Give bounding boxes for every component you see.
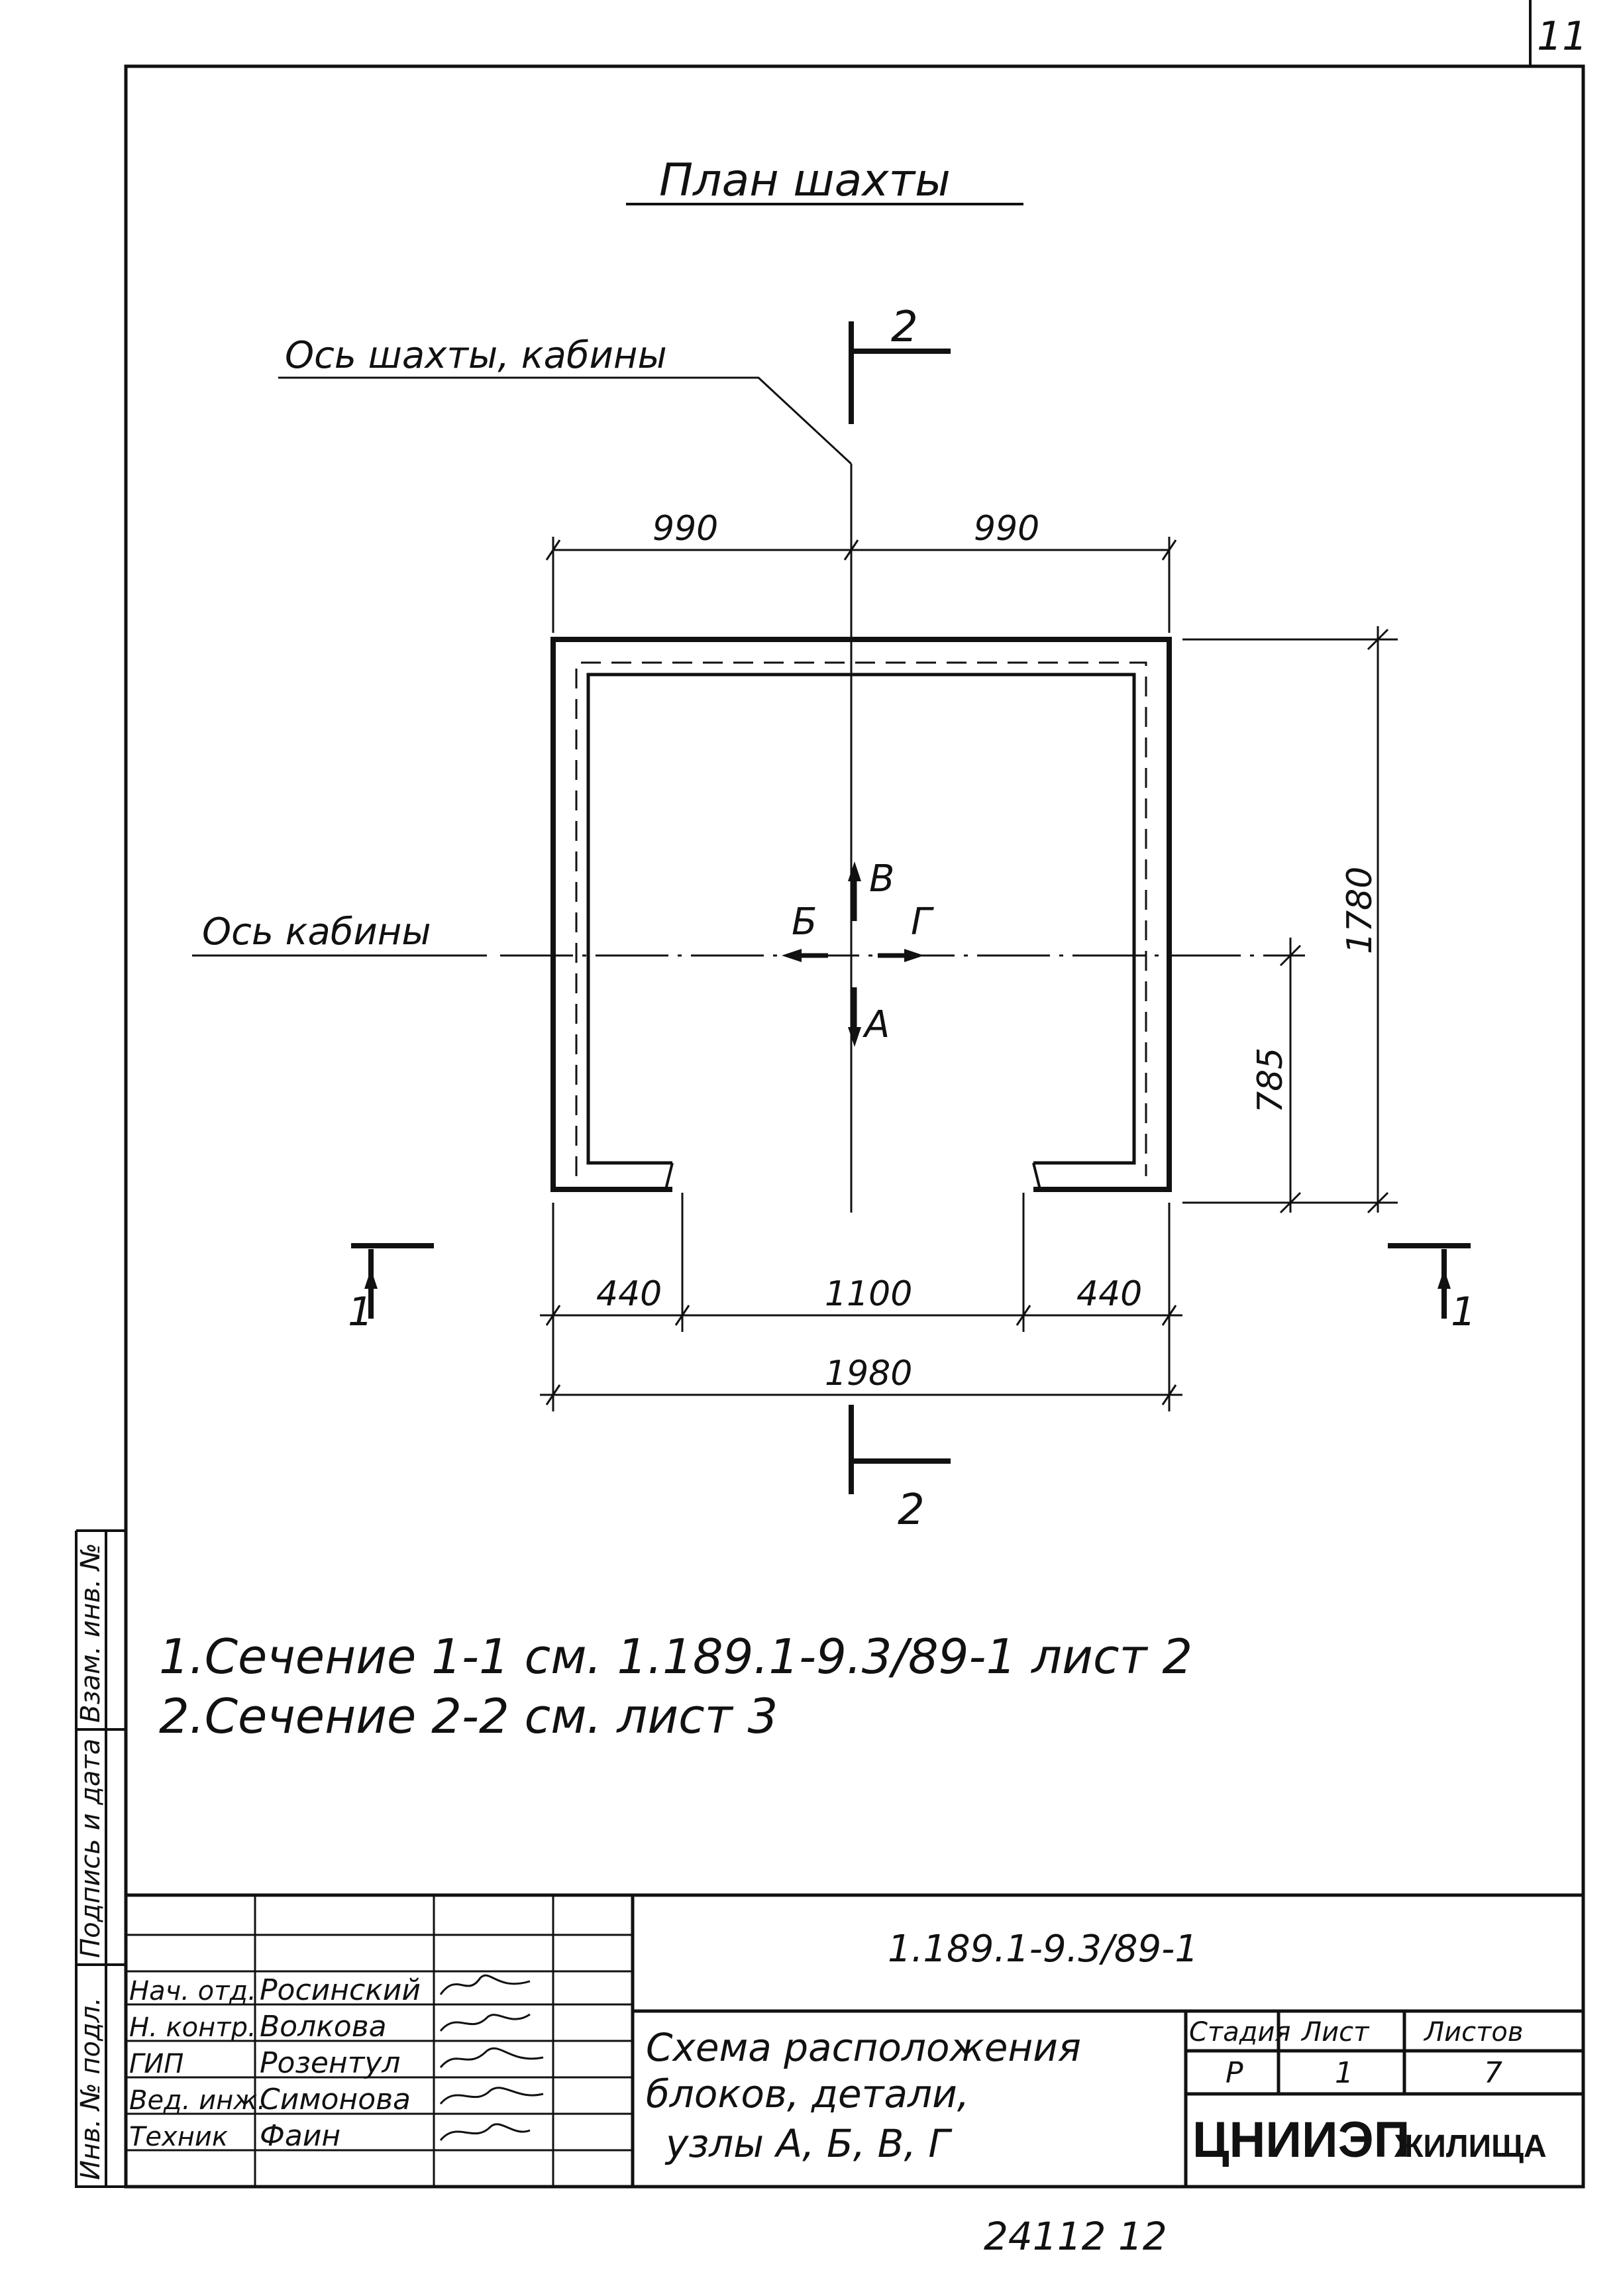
node-arrows [782,861,924,1047]
section-2-bottom [849,1405,951,1494]
title-block-code: 1.189.1-9.3/89-1 [888,1928,1198,1971]
section-2-top [849,321,951,424]
corner-number: 11 [1537,13,1587,60]
dim-height-total: 1780 [1340,867,1380,954]
title-block [126,1893,1583,2187]
sheets-header: Листов [1423,2017,1523,2048]
name-1: Волкова [260,2010,387,2044]
role-3: Вед. инж. [129,2085,266,2116]
sheet-value: 1 [1335,2056,1353,2090]
side-stamp-vzam: Взам. инв. № [76,1543,106,1723]
section-1-right-label: 1 [1451,1289,1476,1335]
sheet-header: Лист [1300,2017,1370,2048]
side-stamp-podpis: Подпись и дата [76,1739,106,1958]
shaft-walls [550,637,1172,1192]
dim-bottom-mid: 1100 [825,1274,912,1314]
description-line-2: блоков, детали, [646,2071,969,2116]
node-v: В [869,857,894,901]
description-line-3: узлы А, Б, В, Г [664,2121,953,2166]
node-a: А [862,1003,890,1046]
bottom-dimensions: 440 1100 440 1980 [540,1193,1182,1411]
role-2: ГИП [129,2049,183,2079]
top-dimension: 990 990 [545,509,1177,633]
sheets-value: 7 [1484,2056,1502,2090]
name-3: Симонова [260,2083,411,2116]
org-sub: ЖИЛИЩА [1394,2129,1547,2164]
stage-value: Р [1226,2056,1243,2090]
name-4: Фаин [260,2119,340,2153]
dim-top-left: 990 [653,509,718,549]
dim-bottom-right: 440 [1076,1274,1142,1314]
plan-title: План шахты [659,154,951,207]
side-stamp: Взам. инв. № Подпись и дата Инв. № подл. [75,1529,126,2188]
section-2-bottom-label: 2 [898,1486,925,1535]
name-2: Розентул [260,2046,400,2080]
node-g: Г [911,901,934,944]
node-b: Б [792,901,817,944]
bottom-code: 24112 12 [984,2214,1167,2259]
description-line-1: Схема расположения [646,2025,1081,2070]
signatures [439,1974,544,2141]
dim-top-right: 990 [974,509,1039,549]
side-stamp-inv: Инв. № подл. [76,1997,106,2180]
stage-header: Стадия [1189,2017,1290,2048]
label-shaft-cabin-axis: Ось шахты, кабины [285,334,667,377]
dim-bottom-left: 440 [596,1274,662,1314]
org-main: ЦНИИЭП [1192,2112,1410,2168]
section-1-marks [351,1243,1471,1319]
name-0: Росинский [260,1973,421,2007]
right-dimensions: 1780 785 [1182,626,1398,1214]
shaft-axis-leader [278,376,853,465]
dim-height-part: 785 [1251,1048,1290,1113]
label-cabin-axis: Ось кабины [202,910,431,954]
sheet-frame [124,64,1585,2189]
note-2: 2.Сечение 2-2 см. лист 3 [159,1688,778,1744]
section-2-top-label: 2 [891,303,918,352]
note-1: 1.Сечение 1-1 см. 1.189.1-9.3/89-1 лист … [159,1629,1192,1684]
role-0: Нач. отд. [129,1976,256,2006]
role-1: Н. контр. [129,2012,256,2043]
role-4: Техник [129,2122,228,2152]
section-1-left-label: 1 [348,1289,373,1335]
dim-bottom-total: 1980 [825,1354,912,1394]
